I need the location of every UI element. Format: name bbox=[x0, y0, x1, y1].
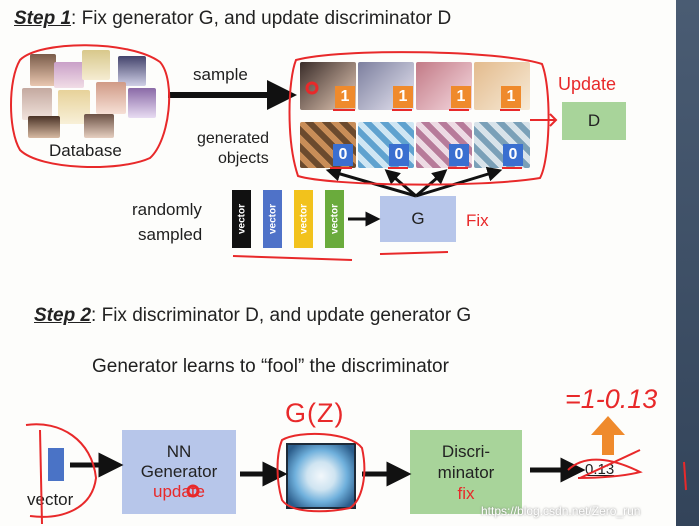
face-image bbox=[30, 54, 56, 86]
window-sidebar bbox=[676, 0, 699, 526]
input-vector-bar bbox=[48, 448, 64, 481]
nn-generator-box: NN Generator update bbox=[122, 430, 236, 514]
update-label: update bbox=[153, 482, 205, 501]
slide: Step 1: Fix generator G, and update disc… bbox=[0, 0, 676, 526]
fake-label-badge: 0 bbox=[333, 144, 353, 166]
step2-subtitle: Generator learns to “fool” the discrimin… bbox=[92, 356, 449, 377]
randomly-label: randomly bbox=[132, 200, 202, 219]
fake-label-badge: 0 bbox=[449, 144, 469, 166]
generator-label: G bbox=[411, 209, 425, 228]
face-image bbox=[28, 116, 60, 138]
step1-heading: Step 1: Fix generator G, and update disc… bbox=[14, 8, 451, 30]
fake-label-badge: 0 bbox=[389, 144, 409, 166]
generated-image-gz bbox=[286, 443, 356, 509]
disc-line2: minator bbox=[437, 462, 495, 482]
real-label-badge: 1 bbox=[451, 86, 471, 108]
database-collage bbox=[22, 50, 160, 145]
sample-label: sample bbox=[193, 65, 248, 84]
database-label: Database bbox=[49, 141, 122, 160]
step2-heading-step: Step 2 bbox=[34, 305, 92, 326]
objects-label: objects bbox=[218, 150, 269, 167]
real-label-badge: 1 bbox=[393, 86, 413, 108]
real-label-badge: 1 bbox=[335, 86, 355, 108]
vector-bar: vector bbox=[325, 190, 344, 248]
update-label: Update bbox=[558, 74, 617, 94]
score-value: 0.13 bbox=[585, 461, 615, 478]
generated-label: generated bbox=[197, 130, 270, 147]
real-label-badge: 1 bbox=[501, 86, 521, 108]
sampled-label: sampled bbox=[138, 225, 203, 244]
nn-line1: NN bbox=[166, 442, 192, 461]
step1-heading-rest: : Fix generator G, and update discrimina… bbox=[71, 8, 452, 29]
fix-label: Fix bbox=[466, 211, 489, 230]
discriminator-box: Discri- minator fix bbox=[410, 430, 522, 514]
discriminator-label: D bbox=[587, 111, 601, 130]
step2-heading-rest: : Fix discriminator D, and update genera… bbox=[91, 305, 472, 326]
vector-bar: vector bbox=[294, 190, 313, 248]
discriminator-box: D bbox=[562, 102, 626, 140]
generator-box: G bbox=[380, 196, 456, 242]
input-vector-label: vector bbox=[27, 490, 74, 509]
face-image bbox=[84, 114, 114, 138]
disc-line1: Discri- bbox=[441, 441, 491, 461]
step2-heading: Step 2: Fix discriminator D, and update … bbox=[34, 305, 471, 327]
fix-label: fix bbox=[457, 483, 475, 503]
nn-line2: Generator bbox=[140, 462, 218, 481]
face-image bbox=[54, 62, 84, 88]
face-image bbox=[128, 88, 156, 118]
face-image bbox=[82, 50, 110, 80]
vector-bar: vector bbox=[232, 190, 251, 248]
vector-bar: vector bbox=[263, 190, 282, 248]
gz-annotation: G(Z) bbox=[285, 398, 345, 428]
score-annotation: =1-0.13 bbox=[565, 384, 658, 414]
face-image bbox=[96, 82, 126, 114]
watermark: https://blog.csdn.net/Zero_run bbox=[481, 504, 641, 518]
step1-heading-step: Step 1 bbox=[14, 8, 72, 29]
fake-label-badge: 0 bbox=[503, 144, 523, 166]
